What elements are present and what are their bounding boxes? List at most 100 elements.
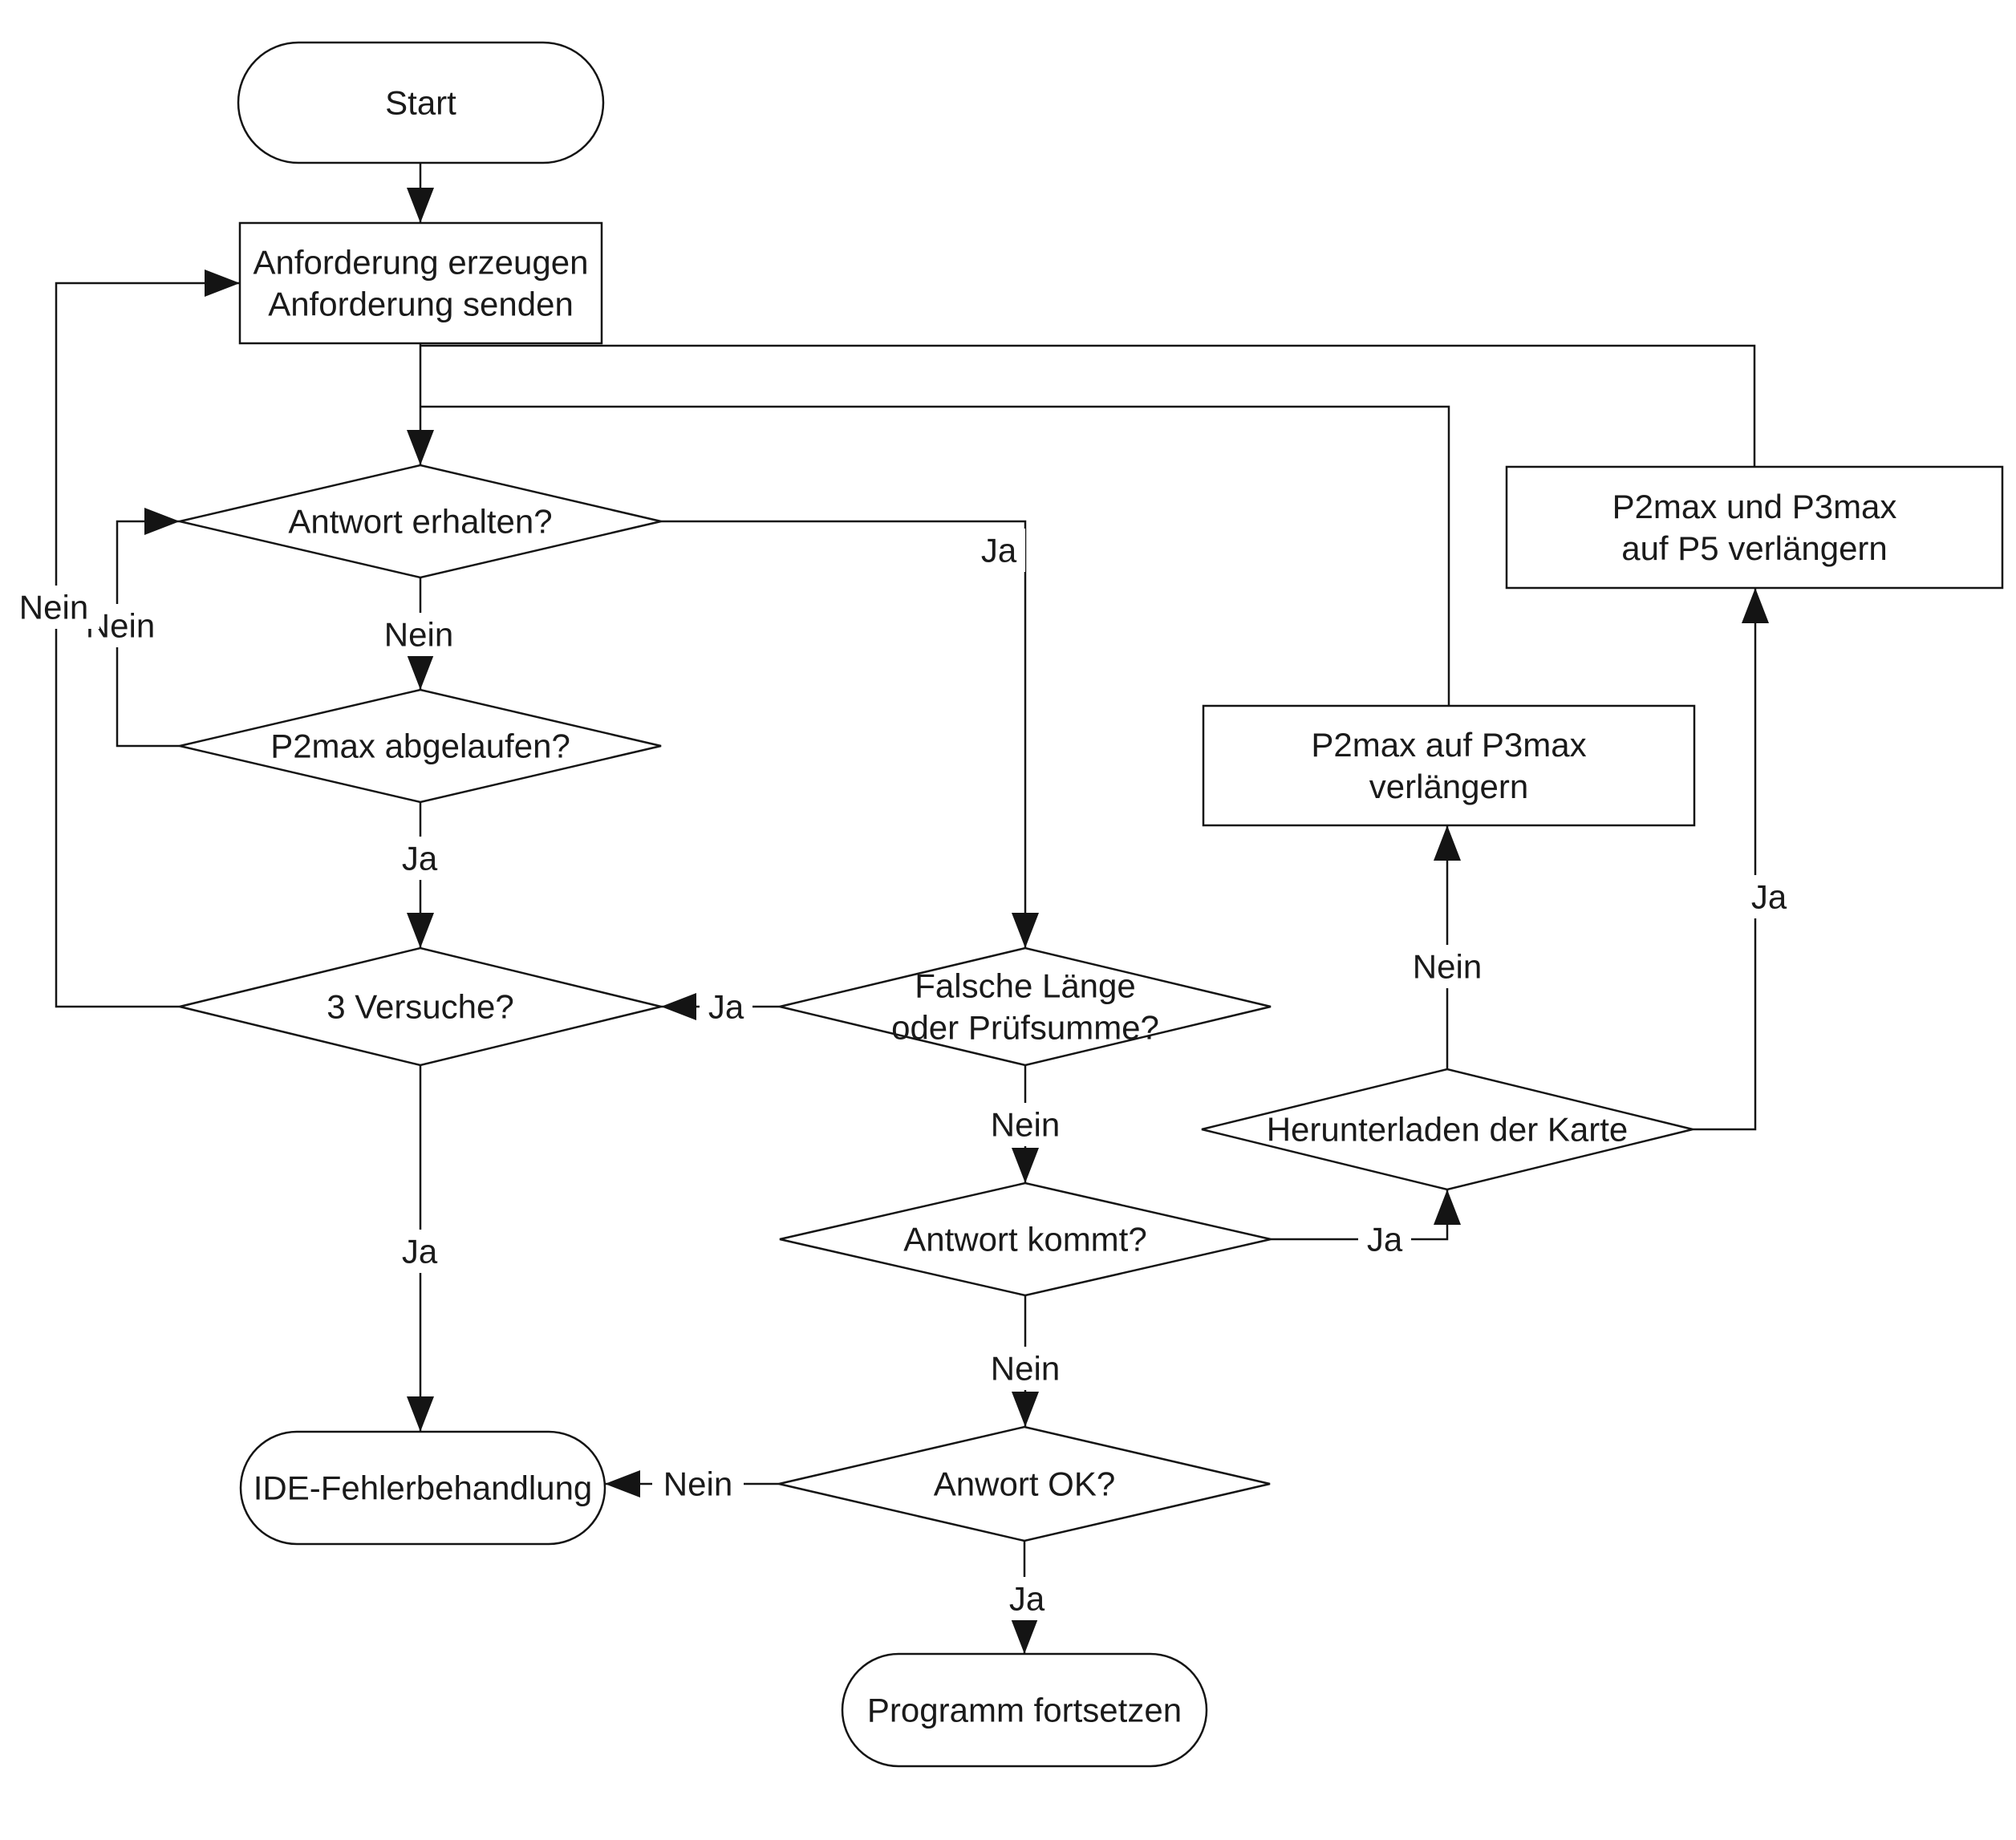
arrowhead-icon-falsche-ja: [661, 993, 696, 1020]
start-terminator-shape: [237, 41, 605, 164]
edge-label-text-antwort-erhalten-nein: Nein: [384, 616, 453, 654]
arrowhead-icon-versuche-ja: [407, 1396, 434, 1432]
antwort-ok-decision-shape: [778, 1425, 1271, 1542]
p2max-p3max-p5-label-line2: auf P5 verlängern: [1621, 529, 1888, 567]
edge-line-herunterladen-ja: [1693, 588, 1757, 1131]
edge-label-text-herunterladen-nein: Nein: [1413, 948, 1482, 986]
edge-anforderung-to-antwort: [407, 343, 434, 465]
antwort-erhalten-decision-shape: [179, 464, 662, 579]
edge-label-text-falsche-ja: Ja: [708, 988, 744, 1026]
node-herunterladen: Herunterladen der Karte: [1201, 1068, 1694, 1191]
ide-fehler-label-line1: IDE-Fehlerbehandlung: [254, 1469, 593, 1507]
arrowhead-icon-start-to-anforderung: [407, 188, 434, 223]
edge-label-antwort-ok-nein: Nein: [652, 1462, 744, 1506]
p2max-abgelaufen-label-line1: P2max abgelaufen?: [270, 727, 570, 765]
edge-label-text-p2max-ja: Ja: [402, 840, 438, 877]
edge-label-mask-herunterladen-ja: [1742, 875, 1795, 918]
edge-label-text-versuche-ja: Ja: [402, 1233, 438, 1271]
node-p2max-auf-p3max: P2max auf P3max verlängern: [1202, 704, 1696, 827]
node-antwort-kommt: Antwort kommt?: [779, 1181, 1272, 1297]
edge-label-text-antwort-ok-ja: Ja: [1009, 1580, 1045, 1618]
edge-label-mask-versuche-nein-loop: [8, 586, 99, 629]
edge-line-antwort-erhalten-ja: [661, 520, 1027, 948]
arrowhead-icon-p2max-nein-loop: [144, 508, 180, 535]
edge-label-mask-antwort-kommt-nein: [980, 1347, 1071, 1390]
drei-versuche-label-line1: 3 Versuche?: [327, 988, 514, 1026]
node-drei-versuche: 3 Versuche?: [179, 946, 662, 1067]
p2max-auf-p3max-process-shape: [1202, 704, 1696, 827]
antwort-kommt-label-line1: Antwort kommt?: [903, 1221, 1146, 1258]
edge-herunterladen-ja: [1693, 588, 1769, 1131]
falsche-laenge-label-line2: oder Prüfsumme?: [891, 1009, 1159, 1047]
arrowhead-icon-antwort-kommt-nein: [1012, 1392, 1039, 1427]
edge-label-herunterladen-nein: Nein: [1401, 945, 1493, 988]
antwort-erhalten-label-line1: Antwort erhalten?: [288, 503, 552, 541]
arrowhead-icon-antwort-erhalten-nein: [407, 655, 434, 690]
p2max-auf-p3max-label-line2: verlängern: [1369, 768, 1528, 805]
node-ide-fehler: IDE-Fehlerbehandlung: [239, 1430, 606, 1546]
node-antwort-erhalten: Antwort erhalten?: [179, 464, 662, 579]
arrowhead-icon-p2max-ja: [407, 913, 434, 948]
arrowhead-icon-antwort-erhalten-ja: [1012, 913, 1039, 948]
arrowhead-icon-antwort-ok-nein: [605, 1470, 640, 1498]
edge-label-mask-antwort-erhalten-ja: [972, 529, 1025, 572]
edge-label-text-antwort-kommt-nein: Nein: [991, 1350, 1060, 1388]
edge-label-mask-antwort-erhalten-nein: [373, 613, 464, 656]
edge-label-mask-versuche-ja: [393, 1230, 446, 1273]
edge-label-mask-p2max-ja: [393, 837, 446, 880]
programm-label-line1: Programm fortsetzen: [867, 1692, 1182, 1729]
edge-label-falsche-nein: Nein: [980, 1103, 1071, 1146]
edge-return-from-p5-box: [420, 344, 1756, 467]
anforderung-label-line1: Anforderung erzeugen: [254, 244, 589, 282]
antwort-kommt-decision-shape: [779, 1181, 1272, 1297]
edge-label-text-antwort-erhalten-ja: Ja: [981, 532, 1017, 569]
edge-label-versuche-nein-loop: Nein: [8, 586, 99, 629]
node-falsche-laenge: Falsche Länge oder Prüfsumme?: [779, 946, 1272, 1067]
drei-versuche-decision-shape: [179, 946, 662, 1067]
edge-label-antwort-erhalten-nein: Nein: [373, 613, 464, 656]
edge-label-antwort-erhalten-ja: Ja: [972, 529, 1025, 572]
arrowhead-icon-antwort-kommt-ja: [1434, 1190, 1461, 1225]
anforderung-label-line2: Anforderung senden: [268, 286, 574, 323]
falsche-laenge-label-line1: Falsche Länge: [915, 967, 1136, 1005]
arrowhead-icon-falsche-nein: [1012, 1148, 1039, 1183]
programm-terminator-shape: [841, 1652, 1208, 1768]
edge-return-from-p3max-box: [420, 405, 1450, 706]
edge-label-mask-herunterladen-nein: [1401, 945, 1493, 988]
edge-label-versuche-ja: Ja: [393, 1230, 446, 1273]
arrowhead-icon-antwort-ok-ja: [1011, 1619, 1038, 1654]
edge-label-mask-antwort-ok-ja: [1000, 1577, 1053, 1620]
edge-versuche-nein-loop: [55, 270, 240, 1008]
arrowhead-icon-herunterladen-nein: [1434, 825, 1461, 861]
p2max-auf-p3max-label-line1: P2max auf P3max: [1311, 726, 1586, 764]
p2max-p3max-p5-process-shape: [1505, 465, 2004, 590]
edge-label-herunterladen-ja: Ja: [1742, 875, 1795, 918]
edge-label-falsche-ja: Ja: [700, 985, 752, 1028]
edge-label-text-antwort-ok-nein: Nein: [663, 1465, 732, 1503]
edge-antwort-kommt-ja: [1271, 1190, 1461, 1241]
herunterladen-label-line1: Herunterladen der Karte: [1267, 1111, 1629, 1149]
edge-label-mask-antwort-kommt-ja: [1358, 1218, 1411, 1261]
edge-label-mask-antwort-ok-nein: [652, 1462, 744, 1506]
edge-label-text-herunterladen-ja: Ja: [1751, 878, 1787, 916]
node-antwort-ok: Anwort OK?: [778, 1425, 1271, 1542]
edge-label-antwort-ok-ja: Ja: [1000, 1577, 1053, 1620]
edge-line-return-from-p3max-box: [420, 405, 1450, 706]
node-p2max-abgelaufen: P2max abgelaufen?: [179, 688, 662, 804]
edge-antwort-erhalten-ja: [661, 520, 1039, 948]
edge-label-text-versuche-nein-loop: Nein: [19, 589, 88, 626]
start-label-line1: Start: [385, 84, 456, 122]
edge-label-p2max-ja: Ja: [393, 837, 446, 880]
edge-label-antwort-kommt-ja: Ja: [1358, 1218, 1411, 1261]
herunterladen-decision-shape: [1201, 1068, 1694, 1191]
edge-label-mask-falsche-ja: [700, 985, 752, 1028]
ide-fehler-terminator-shape: [239, 1430, 606, 1546]
edge-start-to-anforderung: [407, 163, 434, 223]
edge-label-text-falsche-nein: Nein: [991, 1106, 1060, 1144]
falsche-laenge-decision-shape: [779, 946, 1272, 1067]
arrowhead-icon-anforderung-to-antwort: [407, 430, 434, 465]
